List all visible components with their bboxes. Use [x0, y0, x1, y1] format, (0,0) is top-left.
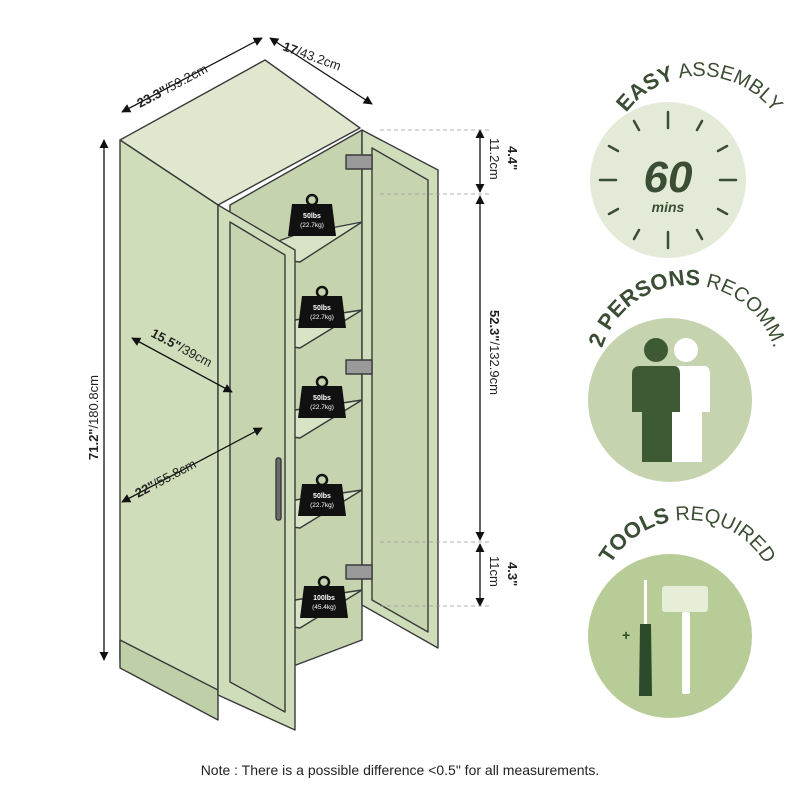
inner-width-dimension-line — [121, 427, 263, 503]
hinge-bottom — [345, 564, 373, 580]
clock-ticks-icon — [598, 110, 738, 250]
assembly-unit: mins — [652, 199, 685, 215]
middle-gap-cm: /132.9cm — [487, 341, 502, 394]
top-gap-value: 4.4" — [505, 146, 520, 170]
hammer-icon — [662, 586, 708, 694]
bottom-gap-value: 4.3" — [505, 562, 520, 586]
depth-label: 17/43.2cm — [281, 39, 343, 74]
tools-badge: + TOOLS REQUIRED — [588, 502, 780, 718]
shelf-5-weight-lbs: 100lbs — [313, 595, 335, 602]
svg-text:+: + — [622, 627, 630, 643]
height-cm: /180.8cm — [86, 375, 101, 428]
height-value: 71.2" — [86, 429, 101, 460]
hinge-middle — [345, 359, 373, 375]
easy-assembly-badge: 60 mins EASY ASSEMBLY — [590, 59, 787, 258]
shelf-4-weight-kg: (22.7kg) — [310, 502, 334, 509]
shelf-weight-icons: 50lbs (22.7kg) 50lbs (22.7kg) 50lbs (22.… — [288, 193, 348, 618]
middle-gap-value: 52.3" — [487, 310, 502, 341]
assembly-arc-title: EASY ASSEMBLY — [611, 59, 787, 116]
shelf-1-weight-lbs: 50lbs — [303, 213, 321, 220]
weight-icon: 50lbs (22.7kg) — [288, 193, 336, 236]
bottom-gap-cm: 11cm — [487, 556, 502, 587]
depth-value: 17 — [281, 39, 300, 58]
dimension-lines — [99, 37, 490, 661]
weight-icon: 50lbs (22.7kg) — [298, 375, 346, 418]
shelf-3-weight-kg: (22.7kg) — [310, 404, 334, 411]
door-handle — [275, 457, 282, 521]
measurement-note: Note : There is a possible difference <0… — [200, 762, 600, 778]
weight-icon: 50lbs (22.7kg) — [298, 285, 346, 328]
width-cm: /59.2cm — [162, 61, 210, 96]
shelf-1-weight-kg: (22.7kg) — [300, 222, 324, 229]
screwdriver-icon: + — [622, 580, 652, 696]
assembly-minutes: 60 — [644, 153, 693, 202]
middle-gap-label: 52.3"/132.9cm — [487, 310, 502, 395]
shelf-3-weight-lbs: 50lbs — [313, 395, 331, 402]
cabinet-left-side — [119, 139, 219, 691]
top-gap-cm: 11.2cm — [487, 138, 502, 180]
cabinet-plinth — [119, 639, 219, 721]
persons-badge: 2 PERSONS RECOMM. — [583, 265, 790, 482]
person-dark-icon — [632, 338, 680, 462]
width-dimension-line — [121, 37, 263, 113]
shelf-depth-dimension-line — [131, 337, 233, 393]
shelf-4-weight-lbs: 50lbs — [313, 493, 331, 500]
tools-badge-circle — [588, 554, 752, 718]
height-label: 71.2"/180.8cm — [86, 375, 101, 460]
shelf-2-weight-lbs: 50lbs — [313, 305, 331, 312]
assembly-badge-circle — [590, 102, 746, 258]
weight-icon: 50lbs (22.7kg) — [298, 473, 346, 516]
depth-dimension-line — [269, 37, 373, 105]
shelf-5-weight-kg: (45.4kg) — [312, 604, 336, 611]
right-door-panel — [371, 147, 429, 633]
hinge-top — [345, 154, 373, 170]
weight-icon: 100lbs (45.4kg) — [300, 575, 348, 618]
shelf-2-weight-kg: (22.7kg) — [310, 314, 334, 321]
hinges — [345, 154, 373, 580]
cabinet — [119, 59, 439, 731]
